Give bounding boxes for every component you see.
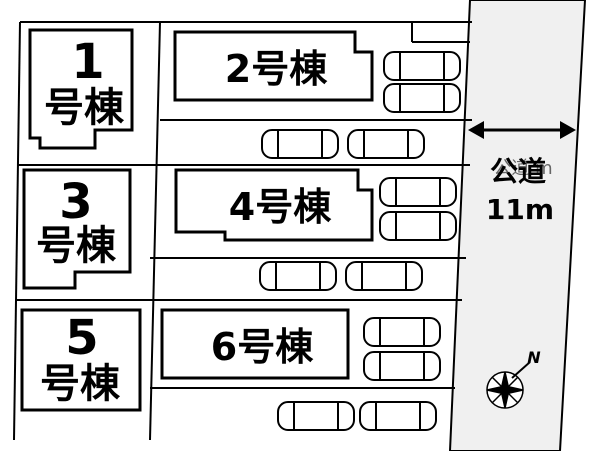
car-icon [383,83,461,113]
building-outline [173,30,374,102]
car-icon [259,261,337,291]
lot-1-number: 1 [71,34,105,90]
building-outline [28,28,134,150]
car-icon [261,129,339,159]
building-outline [22,168,132,290]
road-width: 11m [485,193,555,226]
lot-6-label: 6号棟 [210,325,314,369]
car-icon [363,351,441,381]
compass-north-label: N [527,348,541,367]
car-icon [379,177,457,207]
width-arrow-icon [468,121,576,139]
car-icon [345,261,423,291]
building-outline [174,168,374,242]
car-icon [363,317,441,347]
compass-icon [486,361,531,409]
car-icon [359,401,437,431]
lot-line [13,21,21,441]
lot-3-number: 3 [59,174,93,230]
road-name-faint: 公道 m [493,158,553,179]
road-name: 公道 [489,155,546,188]
lot-line [149,21,161,441]
building-outline [160,308,350,380]
car-icon [379,211,457,241]
lot-4-label: 4号棟 [228,185,332,229]
lot-5-number: 5 [65,310,99,366]
building-outline [20,308,142,412]
lot-1-suffix: 号棟 [44,85,124,131]
lot-2-label: 2号棟 [224,47,328,91]
lot-3-suffix: 号棟 [36,223,116,269]
lot-5-suffix: 号棟 [40,361,120,407]
car-icon [383,51,461,81]
car-icon [277,401,355,431]
car-icon [347,129,425,159]
